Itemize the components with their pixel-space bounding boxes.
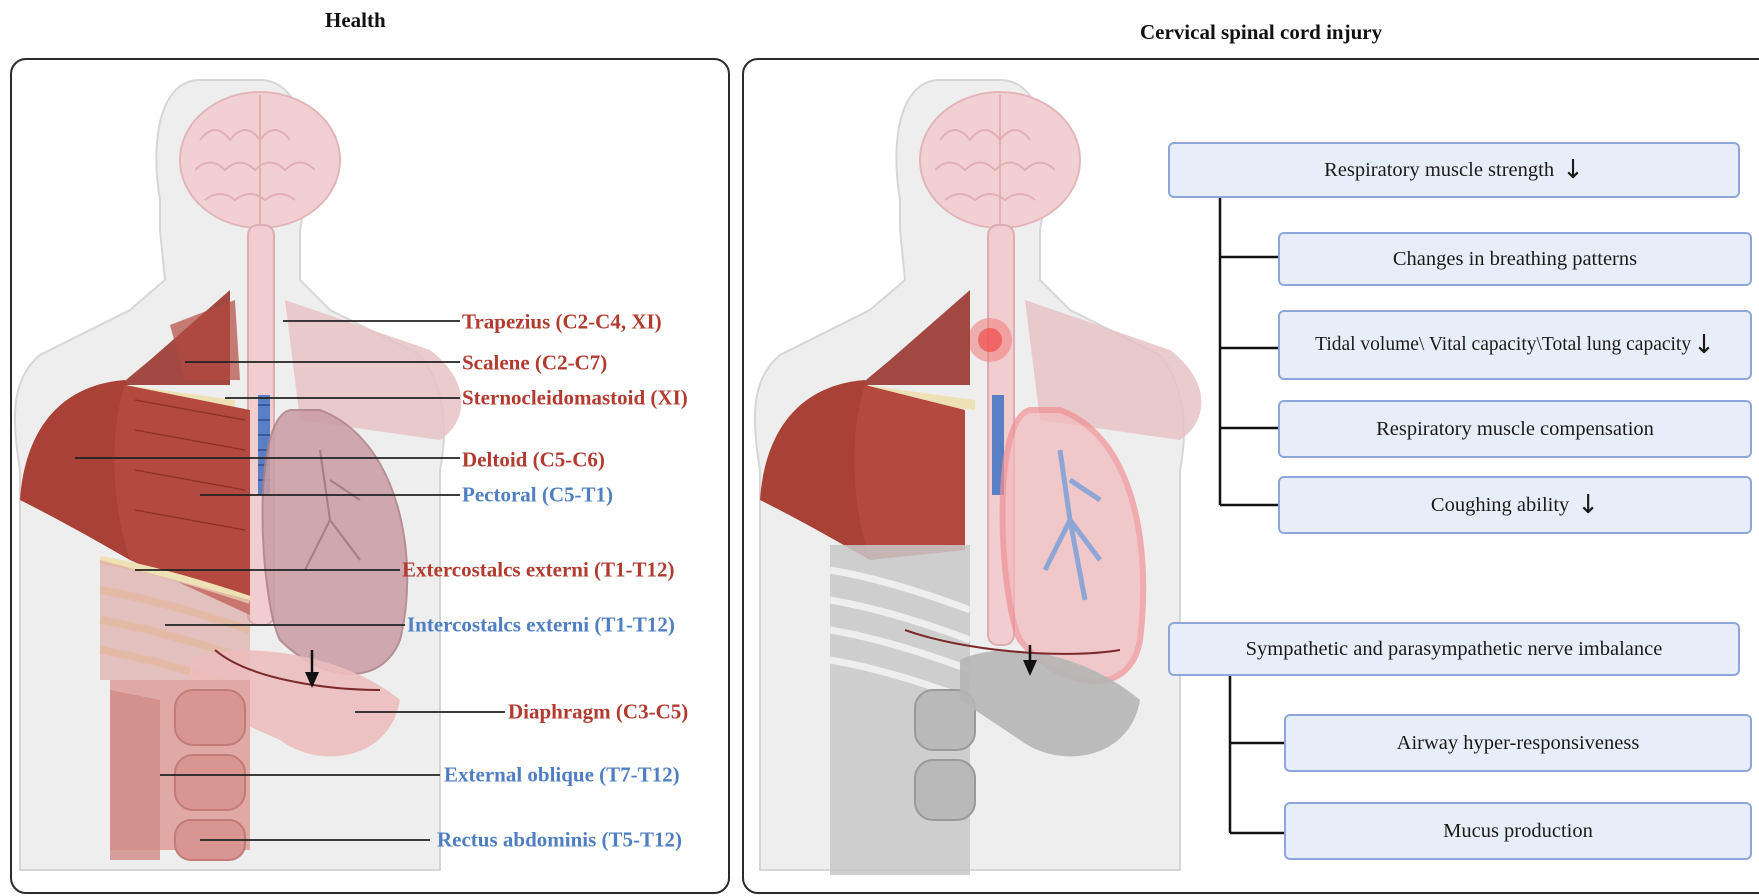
- box-airway-hyperresponsiveness: Airway hyper-responsiveness: [1284, 714, 1752, 772]
- arrow-down-icon: ↓: [1693, 332, 1715, 358]
- injury-body-figure: [755, 80, 1201, 875]
- muscle-label-intercostales: Intercostalcs externi (T1-T12): [407, 613, 675, 638]
- muscle-label-rectus-abdominis: Rectus abdominis (T5-T12): [437, 828, 682, 853]
- box-breathing-patterns: Changes in breathing patterns: [1278, 232, 1752, 286]
- box-text: Airway hyper-responsiveness: [1397, 732, 1640, 755]
- tree-connectors: [1220, 198, 1284, 833]
- box-text: Respiratory muscle compensation: [1376, 418, 1654, 441]
- health-body-figure: [15, 80, 505, 870]
- muscle-label-diaphragm: Diaphragm (C3-C5): [508, 700, 688, 725]
- muscle-label-pectoral: Pectoral (C5-T1): [462, 483, 613, 508]
- box-coughing-ability: Coughing ability ↓: [1278, 476, 1752, 534]
- box-mucus-production: Mucus production: [1284, 802, 1752, 860]
- muscle-label-external-oblique: External oblique (T7-T12): [444, 763, 680, 788]
- muscle-label-trapezius: Trapezius (C2-C4, XI): [462, 310, 662, 335]
- box-lung-capacity: Tidal volume\ Vital capacity\Total lung …: [1278, 310, 1752, 380]
- box-text: Respiratory muscle strength: [1324, 159, 1554, 182]
- muscle-label-scalene: Scalene (C2-C7): [462, 351, 607, 376]
- arrow-down-icon: ↓: [1577, 492, 1599, 518]
- muscle-label-extercostales: Extercostalcs externi (T1-T12): [402, 558, 675, 583]
- box-muscle-compensation: Respiratory muscle compensation: [1278, 400, 1752, 458]
- box-nerve-imbalance: Sympathetic and parasympathetic nerve im…: [1168, 622, 1740, 676]
- arrow-down-icon: ↓: [1562, 157, 1584, 183]
- muscle-label-deltoid: Deltoid (C5-C6): [462, 448, 605, 473]
- box-text: Tidal volume\ Vital capacity\Total lung …: [1315, 334, 1691, 356]
- box-text: Coughing ability: [1431, 494, 1569, 517]
- box-text: Changes in breathing patterns: [1393, 248, 1637, 271]
- box-text: Mucus production: [1443, 820, 1593, 843]
- muscle-label-sternocleidomastoid: Sternocleidomastoid (XI): [462, 386, 688, 411]
- box-respiratory-muscle-strength: Respiratory muscle strength ↓: [1168, 142, 1740, 198]
- box-text: Sympathetic and parasympathetic nerve im…: [1246, 638, 1663, 661]
